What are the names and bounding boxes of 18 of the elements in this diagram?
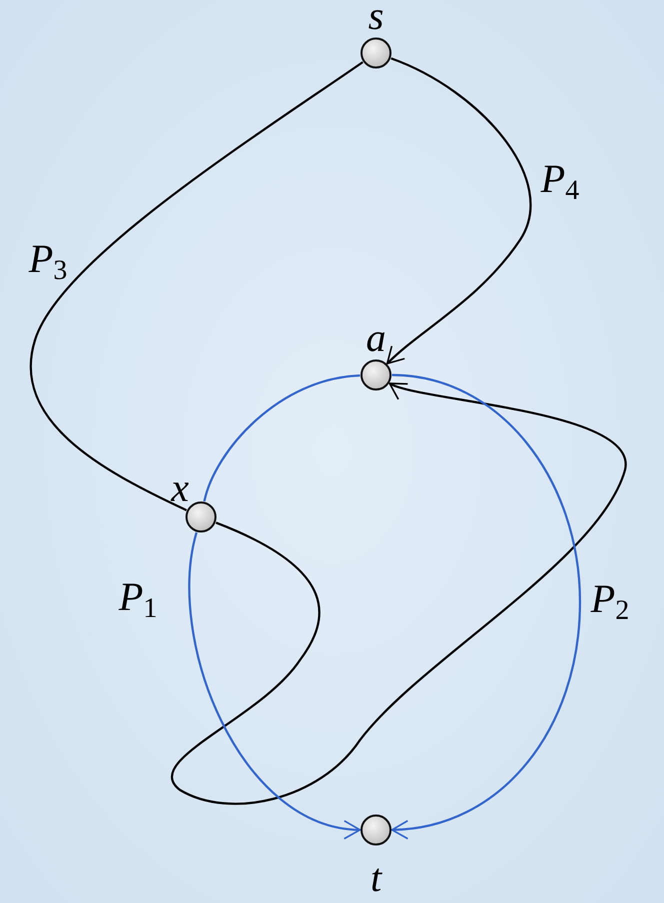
path-arrow	[391, 374, 582, 838]
edge-label: P$_{1}$	[118, 577, 158, 623]
node-circle	[185, 501, 217, 533]
edge-label: P$_{2}$	[590, 579, 630, 625]
edge-label: P$_{3}$	[28, 239, 68, 285]
path-line	[30, 61, 364, 512]
node-circle	[360, 814, 392, 846]
node-label: a	[366, 318, 386, 358]
path-arrow	[386, 57, 532, 364]
node-label: x	[171, 468, 189, 508]
path-line	[203, 374, 360, 502]
node-label: s	[368, 0, 384, 36]
node-circle	[360, 359, 392, 391]
node-circle	[360, 37, 392, 69]
path-arrow	[172, 380, 626, 805]
edge-label: P$_{4}$	[540, 159, 580, 205]
node-label: t	[370, 858, 382, 898]
path-arrow	[188, 532, 361, 838]
